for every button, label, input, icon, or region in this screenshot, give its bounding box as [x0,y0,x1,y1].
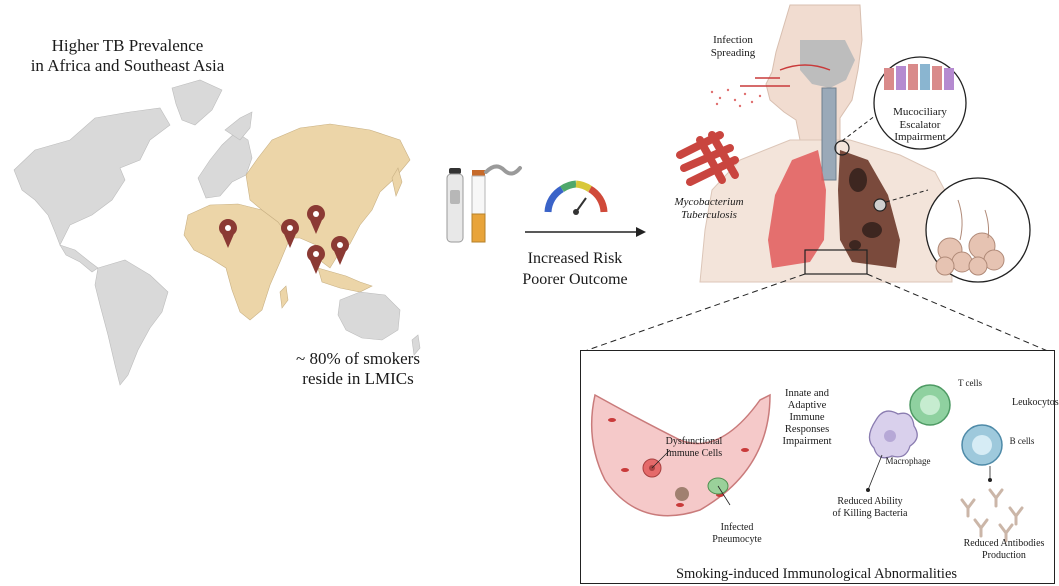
pin-icon [331,236,349,265]
leukocytosis-label: Leukocytosis [1012,397,1059,408]
infected-label: Infected Pneumocyte [702,522,772,545]
dysfunctional-label: Dysfunctional Immune Cells [654,436,734,459]
innate-line1: Innate and [784,388,830,399]
infection-line2: Spreading [710,46,756,59]
new-zealand [411,334,421,356]
south-america [94,259,169,386]
gauge-icon [544,180,608,215]
mycobacterium-line1: Mycobacterium [674,196,744,208]
t-cells-label: T cells [957,378,983,388]
antibodies-icon [960,488,1024,543]
reduced-antibodies-line1: Reduced Antibodies [963,538,1045,549]
risk-text: Increased Risk Poorer Outcome [505,249,645,291]
central-america [59,244,99,273]
lung-left-infected [768,150,826,268]
cilia-cells [884,64,954,90]
scandinavia [224,111,253,141]
t-cell-icon [909,384,951,426]
smokers-line1: ~ 80% of smokers [296,349,420,368]
japan [391,167,403,197]
greenland [171,79,223,126]
pin-icon [281,219,299,248]
vape-icon [446,168,464,243]
infection-particles [710,88,762,108]
africa [183,203,291,321]
smoke-icon [484,164,522,176]
alveoli-clusters [935,199,1005,276]
europe [197,131,253,199]
b-cells-label: B cells [1009,436,1035,446]
pin-icon [307,245,325,274]
smokers-text: ~ 80% of smokers reside in LMICs [258,349,458,389]
b-cell-icon [961,424,1003,466]
madagascar [279,285,289,309]
infection-arrows [740,64,831,87]
debris-cell [675,487,689,501]
alveoli-callout [885,177,1031,283]
map-title-line2: in Africa and Southeast Asia [30,56,225,76]
innate-line5: Impairment [782,436,832,448]
dysfunctional-line1: Dysfunctional [665,436,723,447]
smokers-line2: reside in LMICs [302,369,414,389]
infection-line1: Infection [713,34,753,46]
map-title: Higher TB Prevalence in Africa and South… [10,36,245,76]
inset-title: Smoking-induced Immunological Abnormalit… [675,566,958,582]
infected-line2: Pneumocyte [712,533,762,545]
mucociliary-line3: Impairment [894,131,946,144]
southeast-asia-islands [317,267,373,293]
arrow-icon [525,227,646,237]
cigarette-icon [471,164,522,243]
mycobacterium-line2: Tuberculosis [681,208,737,221]
reduced-killing-line2: of Killing Bacteria [832,507,908,519]
north-america [13,107,171,246]
pin-icon [219,219,237,248]
innate-line3: Immune [789,412,825,424]
macrophage-label: Macrophage [885,456,931,466]
mycobacterium-icon [676,131,739,186]
callout-circle-alveoli [873,198,887,212]
reduced-killing-label: Reduced Ability of Killing Bacteria [822,496,918,519]
focus-box [804,249,868,275]
innate-line4: Responses [784,424,830,436]
pin-icon [307,205,325,234]
reduced-killing-line1: Reduced Ability [837,496,903,507]
endothelial-cells [608,418,749,507]
australia [337,291,401,341]
innate-line2: Adaptive [787,400,827,412]
risk-line2: Poorer Outcome [522,270,628,288]
connector-right [866,273,1051,353]
macrophage-icon [868,410,918,459]
risk-line1: Increased Risk [527,250,623,267]
reduced-antibodies-line2: Production [982,549,1026,561]
nasal-cavity [800,40,855,88]
mucociliary-line2: Escalator [899,118,941,131]
innate-label: Innate and Adaptive Immune Responses Imp… [768,388,846,448]
human-body [699,4,953,283]
trachea [821,87,837,181]
map-title-line1: Higher TB Prevalence [51,36,204,55]
dysfunctional-line2: Immune Cells [665,447,723,459]
reduced-antibodies-label: Reduced Antibodies Production [955,538,1053,561]
infection-label: Infection Spreading [698,34,768,59]
infected-line1: Infected [720,522,754,533]
mucociliary-callout [841,56,967,150]
mucociliary-line1: Mucociliary [893,106,947,118]
lung-lesions [849,168,882,250]
mycobacterium-label: Mycobacterium Tuberculosis [664,196,754,221]
world-map [13,79,421,386]
mucociliary-label: Mucociliary Escalator Impairment [880,106,960,144]
